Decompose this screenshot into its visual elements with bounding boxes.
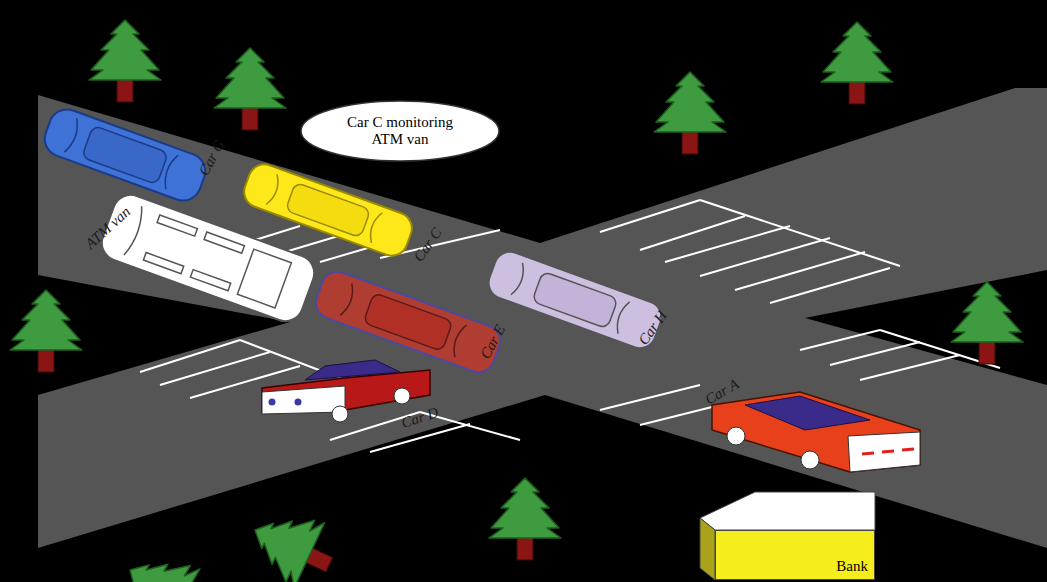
trees — [10, 20, 1023, 582]
road — [38, 88, 1047, 548]
atm-van — [97, 190, 319, 326]
node-text: Bank — [836, 558, 868, 575]
car-e — [311, 267, 504, 376]
car-g — [40, 104, 211, 205]
callout-ellipse: Car C monitoring ATM van — [300, 100, 500, 162]
car-a — [712, 392, 920, 472]
node-text: Car C monitoring ATM van — [330, 114, 470, 149]
bank-front: Bank — [715, 530, 875, 580]
bank-building — [700, 492, 875, 580]
